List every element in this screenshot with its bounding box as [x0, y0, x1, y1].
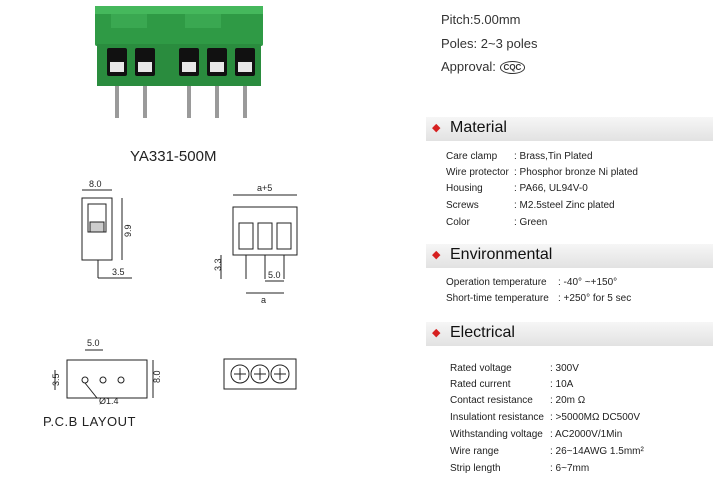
- spec-value: : 20m Ω: [550, 395, 586, 406]
- spec-value: : PA66, UL94V-0: [514, 183, 588, 194]
- spec-label: Housing: [446, 183, 483, 194]
- spec-label: Screws: [446, 200, 479, 211]
- approval-label: Approval:: [441, 59, 496, 74]
- spec-label: Strip length: [450, 463, 501, 474]
- spec-value: : 10A: [550, 379, 574, 390]
- svg-text:3.3: 3.3: [213, 258, 223, 271]
- svg-text:5.0: 5.0: [268, 270, 281, 280]
- front-view-drawing: a+5 3.3 5.0 a: [213, 183, 298, 305]
- spec-label: Operation temperature: [446, 277, 547, 288]
- spec-label: Care clamp: [446, 151, 498, 162]
- section-title: Material: [450, 119, 507, 136]
- pcb-layout-drawing: 5.0 3.5 8.0 Ø1.4: [51, 338, 160, 406]
- material-section-header: ◆ Material: [426, 117, 713, 141]
- spec-label: Rated current: [450, 379, 511, 390]
- svg-text:a+5: a+5: [257, 183, 272, 193]
- spec-label: Short-time temperature: [446, 293, 549, 304]
- svg-text:Ø1.4: Ø1.4: [99, 396, 119, 406]
- pcb-layout-label: P.C.B LAYOUT: [43, 414, 136, 429]
- cqc-mark-icon: CQC: [499, 61, 526, 75]
- spec-value: : -40° ~+150°: [558, 277, 618, 288]
- spec-label: Color: [446, 217, 470, 228]
- spec-value: : AC2000V/1Min: [550, 429, 623, 440]
- spec-label: Contact resistance: [450, 395, 533, 406]
- approval-spec: Approval: CQC: [441, 59, 526, 75]
- spec-value: : Green: [514, 217, 548, 228]
- svg-text:8.0: 8.0: [152, 370, 160, 383]
- spec-value: : Phosphor bronze Ni plated: [514, 167, 638, 178]
- spec-value: : 6~7mm: [550, 463, 590, 474]
- product-photo: [95, 6, 263, 118]
- svg-text:8.0: 8.0: [89, 180, 102, 189]
- poles-spec: Poles: 2~3 poles: [441, 36, 538, 51]
- electrical-section-header: ◆ Electrical: [426, 322, 713, 346]
- spec-value: : >5000MΩ DC500V: [550, 412, 641, 423]
- section-title: Electrical: [450, 324, 515, 341]
- svg-text:3.5: 3.5: [51, 373, 61, 386]
- top-view-drawing: [223, 358, 297, 390]
- bullet-icon: ◆: [432, 327, 441, 339]
- environmental-section-header: ◆ Environmental: [426, 244, 713, 268]
- spec-value: : +250° for 5 sec: [558, 293, 632, 304]
- spec-value: : M2.5steel Zinc plated: [514, 200, 615, 211]
- pitch-spec: Pitch:5.00mm: [441, 12, 521, 27]
- section-title: Environmental: [450, 246, 553, 263]
- svg-text:5.0: 5.0: [87, 338, 100, 348]
- bullet-icon: ◆: [432, 122, 441, 134]
- bullet-icon: ◆: [432, 249, 441, 261]
- svg-text:a: a: [261, 295, 266, 305]
- spec-label: Wire protector: [446, 167, 509, 178]
- svg-text:3.5: 3.5: [112, 267, 125, 277]
- spec-label: Wire range: [450, 446, 499, 457]
- spec-value: : 300V: [550, 363, 579, 374]
- spec-label: Insulationt resistance: [450, 412, 544, 423]
- spec-label: Rated voltage: [450, 363, 512, 374]
- spec-value: : Brass,Tin Plated: [514, 151, 593, 162]
- svg-text:9.9: 9.9: [123, 224, 133, 237]
- spec-value: : 26~14AWG 1.5mm²: [550, 446, 644, 457]
- side-view-drawing: 8.0 9.9 3.5: [81, 180, 133, 279]
- model-number: YA331-500M: [130, 148, 217, 165]
- spec-label: Withstanding voltage: [450, 429, 543, 440]
